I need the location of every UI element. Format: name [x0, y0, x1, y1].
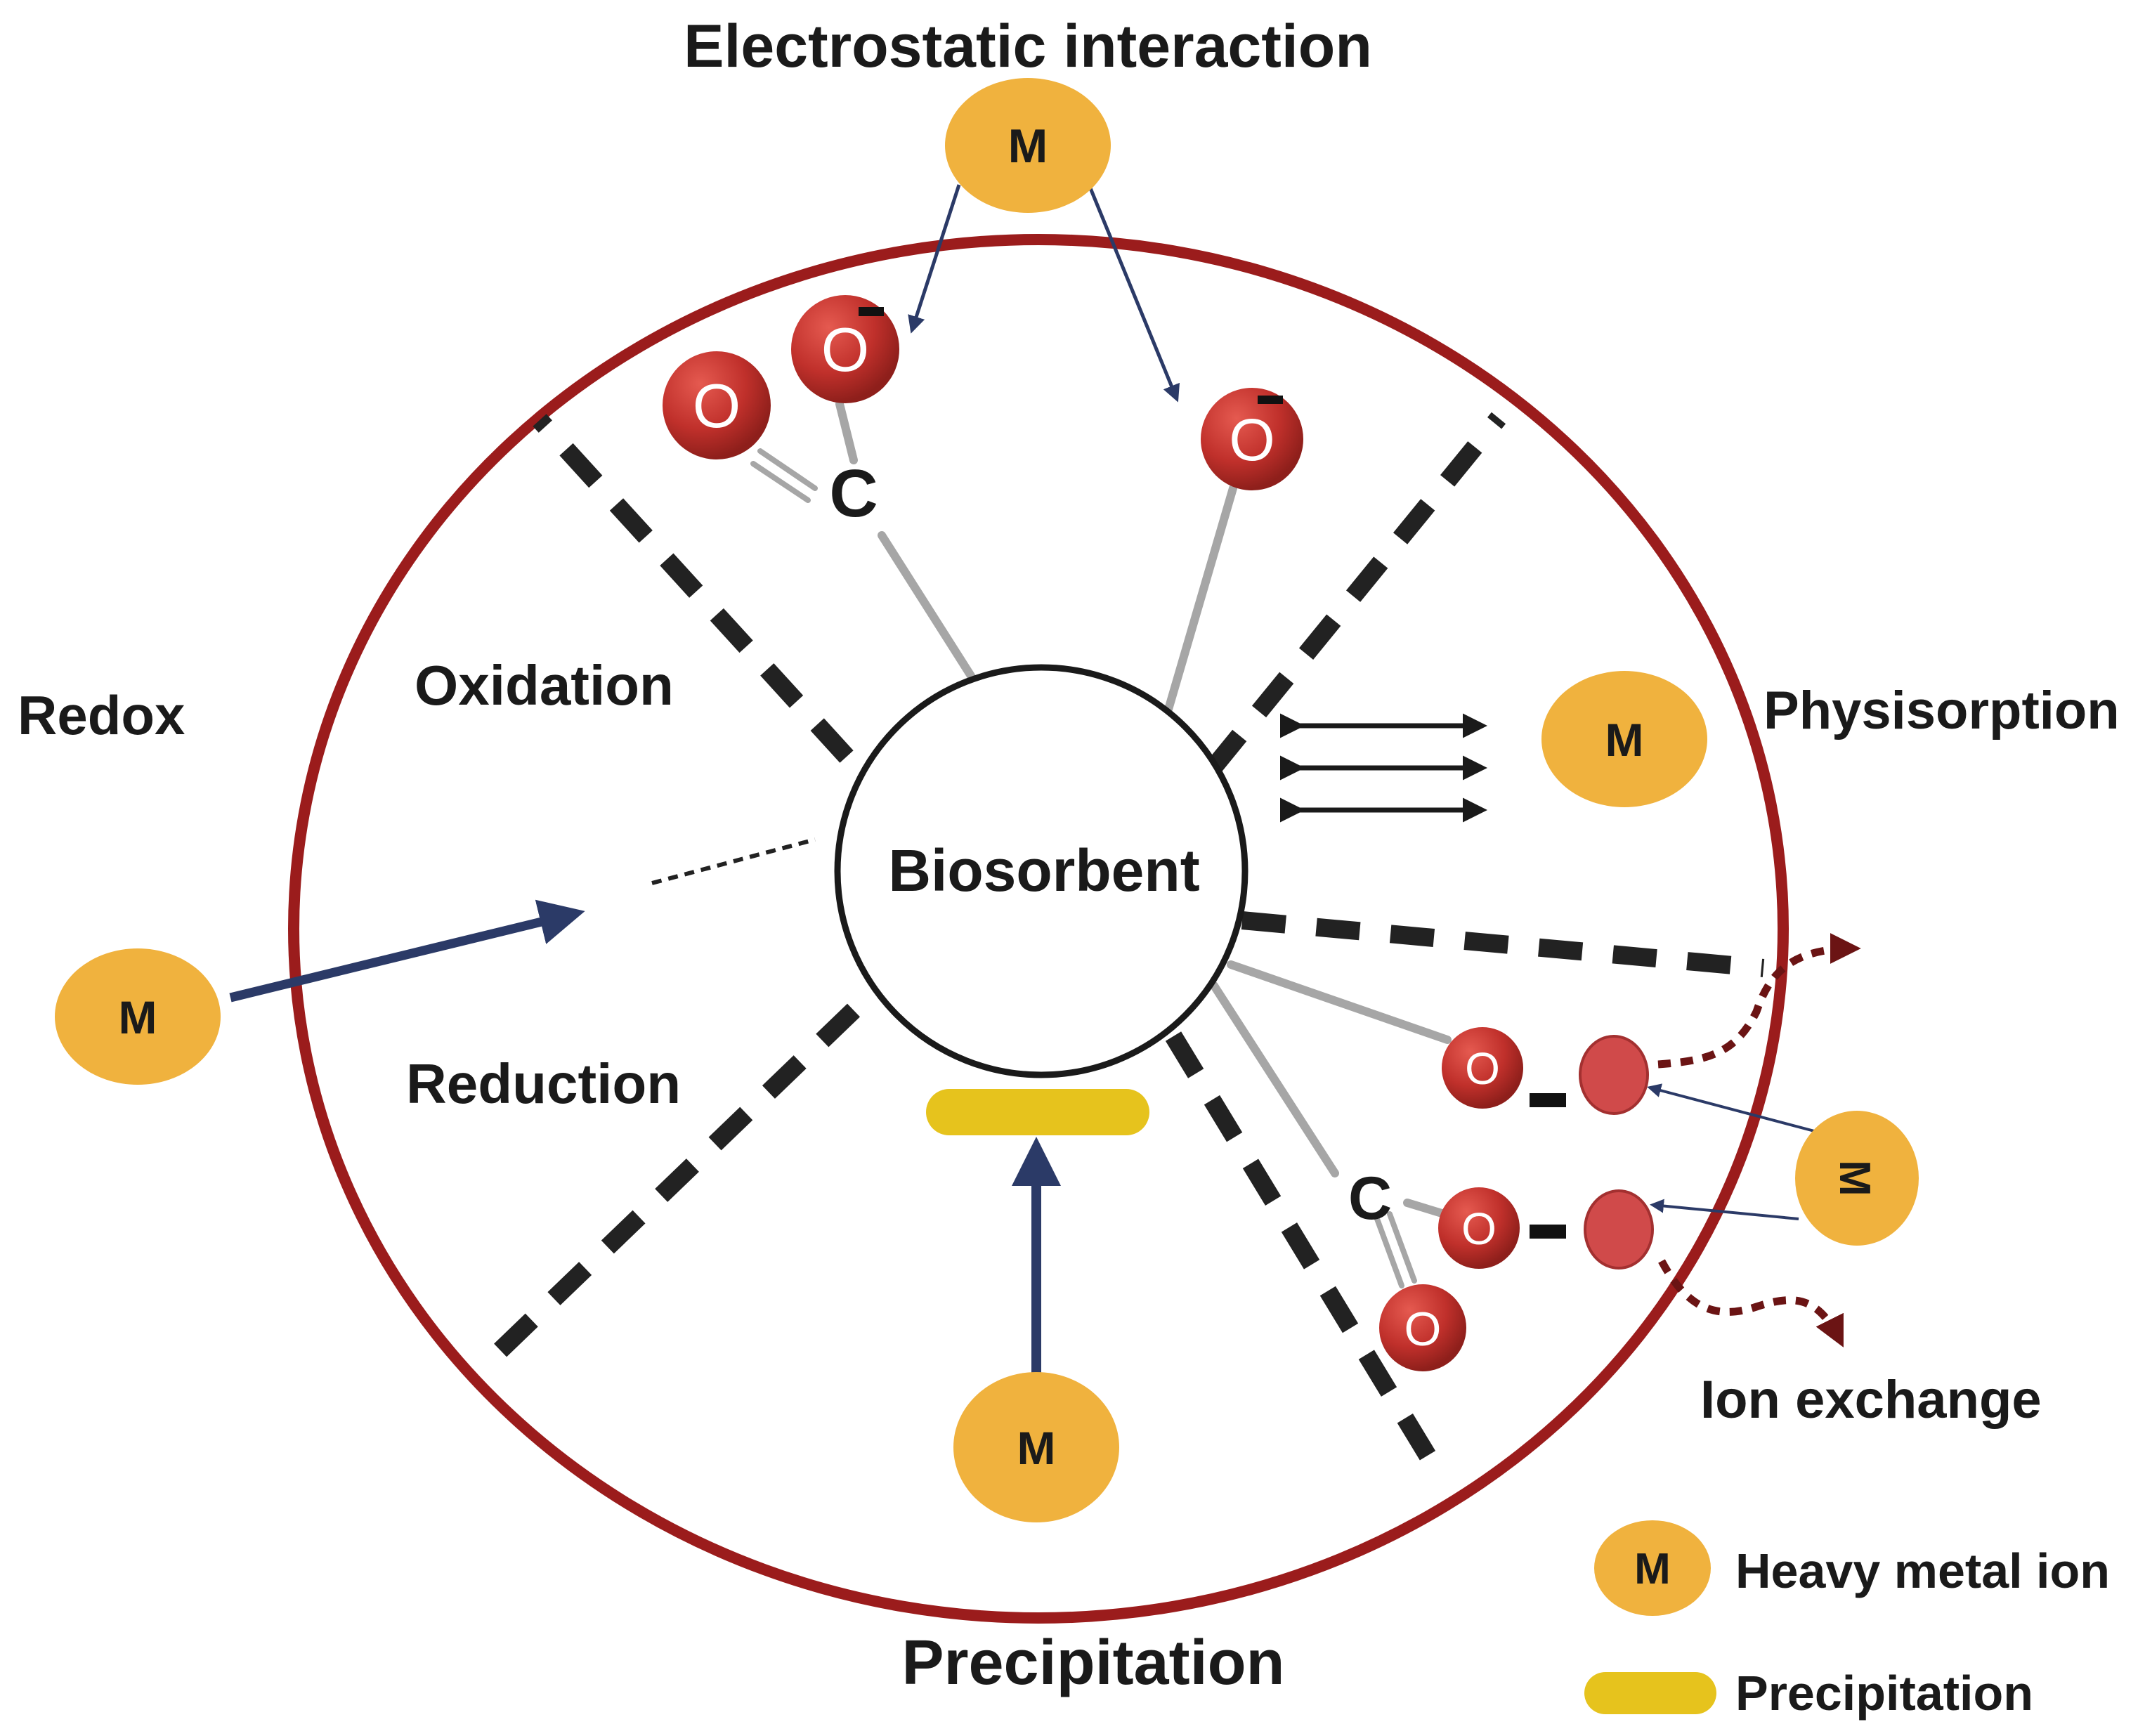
divider-right — [1241, 911, 1765, 977]
double-bond-lower-a — [1374, 1216, 1404, 1288]
ion-release-path-upper — [1657, 933, 1861, 1069]
bond-biosorbent-carbon-top — [878, 531, 975, 680]
svg-text:M: M — [1605, 714, 1644, 766]
carbon-atom-top: C — [829, 456, 878, 531]
charge-exchange-lower — [1530, 1225, 1566, 1239]
double-bond-top-b — [750, 461, 811, 503]
oxygen-atom-exchange-upper: O — [1442, 1027, 1523, 1109]
bond-biosorbent-oxygen-right — [1163, 484, 1237, 716]
arrow-electrostatic-left — [908, 184, 961, 334]
sector-dividers — [473, 412, 1765, 1473]
arrow-ion-exchange-upper — [1647, 1083, 1820, 1134]
double-bond-top-a — [757, 448, 818, 491]
double-bond-lower-b — [1387, 1211, 1417, 1284]
divider-lower-left — [473, 1003, 861, 1377]
legend-metal-swatch: M — [1594, 1520, 1711, 1616]
legend-metal-label: Heavy metal ion — [1735, 1544, 2110, 1598]
legend-precipitation-label: Precipitation — [1735, 1666, 2033, 1721]
legend-precipitation-swatch — [1584, 1672, 1716, 1714]
metal-ion-precipitation: M — [953, 1372, 1119, 1522]
double-bonds — [750, 448, 1417, 1288]
svg-text:O: O — [821, 315, 869, 384]
svg-text:O: O — [693, 371, 741, 440]
metal-ion-redox: M — [55, 948, 221, 1085]
arrow-electrostatic-right — [1087, 184, 1180, 403]
svg-text:M: M — [1830, 1160, 1879, 1196]
metal-ion-ion-exchange: M — [1795, 1111, 1919, 1246]
oxygen-atom-carboxyl-anion: O — [791, 295, 899, 403]
svg-text:O: O — [1461, 1203, 1497, 1254]
bond-biosorbent-oxygen-lower — [1227, 960, 1452, 1044]
arrow-redox — [229, 899, 585, 1003]
svg-text:O: O — [1404, 1303, 1442, 1356]
metal-ion-electrostatic: M — [945, 78, 1111, 213]
metal-ion-physisorption: M — [1541, 671, 1707, 807]
charge-exchange-upper — [1530, 1093, 1566, 1107]
divider-upper-left — [533, 414, 854, 763]
oxygen-atom-hydroxyl-anion: O — [1201, 388, 1303, 490]
physisorption-arrows — [1280, 713, 1487, 823]
biosorbent-label: Biosorbent — [888, 837, 1199, 903]
redox-dotted-line — [651, 837, 816, 885]
label-precipitation: Precipitation — [901, 1628, 1284, 1698]
divider-upper-right — [1204, 412, 1506, 776]
svg-text:M: M — [1634, 1545, 1671, 1593]
arrow-ion-exchange-lower — [1650, 1199, 1799, 1220]
oxygen-atom-lower-double: O — [1379, 1284, 1466, 1371]
divider-lower-right — [1165, 1031, 1444, 1473]
oxygen-atoms: O O O O O O — [663, 295, 1523, 1371]
label-electrostatic-interaction: Electrostatic interaction — [684, 13, 1372, 80]
svg-text:M: M — [119, 991, 157, 1043]
label-physisorption: Physisorption — [1763, 681, 2120, 740]
svg-text:O: O — [1229, 407, 1274, 473]
precipitate-layer — [926, 1089, 1149, 1135]
label-ion-exchange: Ion exchange — [1700, 1370, 2042, 1430]
biosorbent-particle — [834, 664, 1248, 1078]
bond-biosorbent-carbon-lower — [1210, 981, 1339, 1177]
carbon-atom-lower: C — [1348, 1165, 1392, 1232]
outer-ring — [288, 234, 1789, 1624]
svg-text:O: O — [1465, 1043, 1500, 1094]
interaction-arrows — [229, 184, 1820, 1373]
bond-carbon-oxygen-top — [835, 400, 858, 464]
charge-hydroxyl — [1258, 396, 1283, 404]
label-oxidation: Oxidation — [415, 654, 674, 717]
label-reduction: Reduction — [406, 1052, 681, 1115]
legend: M Heavy metal ion Precipitation — [1584, 1520, 2110, 1721]
ion-release-path-lower — [1658, 1259, 1844, 1347]
metal-ions: M M M M M — [55, 78, 1919, 1522]
exchanged-ion-lower — [1584, 1189, 1654, 1270]
oxygen-atom-exchange-lower: O — [1438, 1187, 1520, 1269]
negative-charges — [859, 307, 1566, 1239]
oxygen-atom-carboxyl-double: O — [663, 351, 771, 459]
svg-text:M: M — [1008, 119, 1048, 173]
exchanged-ion-upper — [1579, 1035, 1649, 1115]
svg-text:M: M — [1017, 1422, 1056, 1474]
charge-carboxyl — [859, 307, 884, 316]
label-redox: Redox — [18, 684, 185, 746]
